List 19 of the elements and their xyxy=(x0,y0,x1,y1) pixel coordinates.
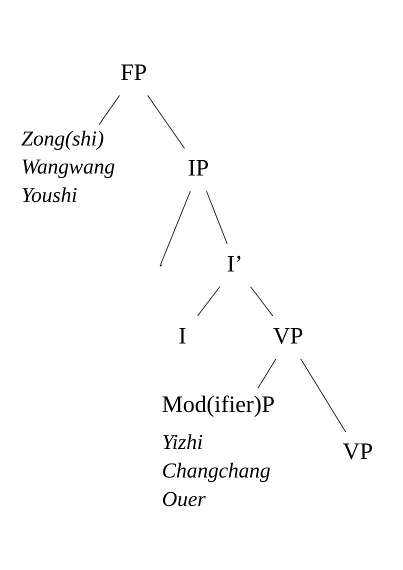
node-text: I xyxy=(178,322,186,349)
node-text: VP xyxy=(272,322,304,349)
node-text: FP xyxy=(120,59,147,86)
connector xyxy=(98,94,120,125)
node-text: I’ xyxy=(226,250,243,277)
connector xyxy=(300,358,346,432)
connector xyxy=(257,358,276,388)
node-label: Changchang xyxy=(162,458,271,482)
node-label: Ouer xyxy=(162,486,206,510)
node-text: VP xyxy=(342,438,373,465)
connector xyxy=(206,190,228,244)
node-text: Zong(shi) Wangwang Youshi xyxy=(21,126,115,207)
node-label: Yizhi xyxy=(162,430,203,454)
node-text: IP xyxy=(188,155,209,182)
connector xyxy=(197,286,220,316)
connector xyxy=(250,286,274,316)
connector xyxy=(147,94,185,148)
node-text: Mod(ifier)P xyxy=(162,391,275,418)
connector xyxy=(160,190,191,264)
